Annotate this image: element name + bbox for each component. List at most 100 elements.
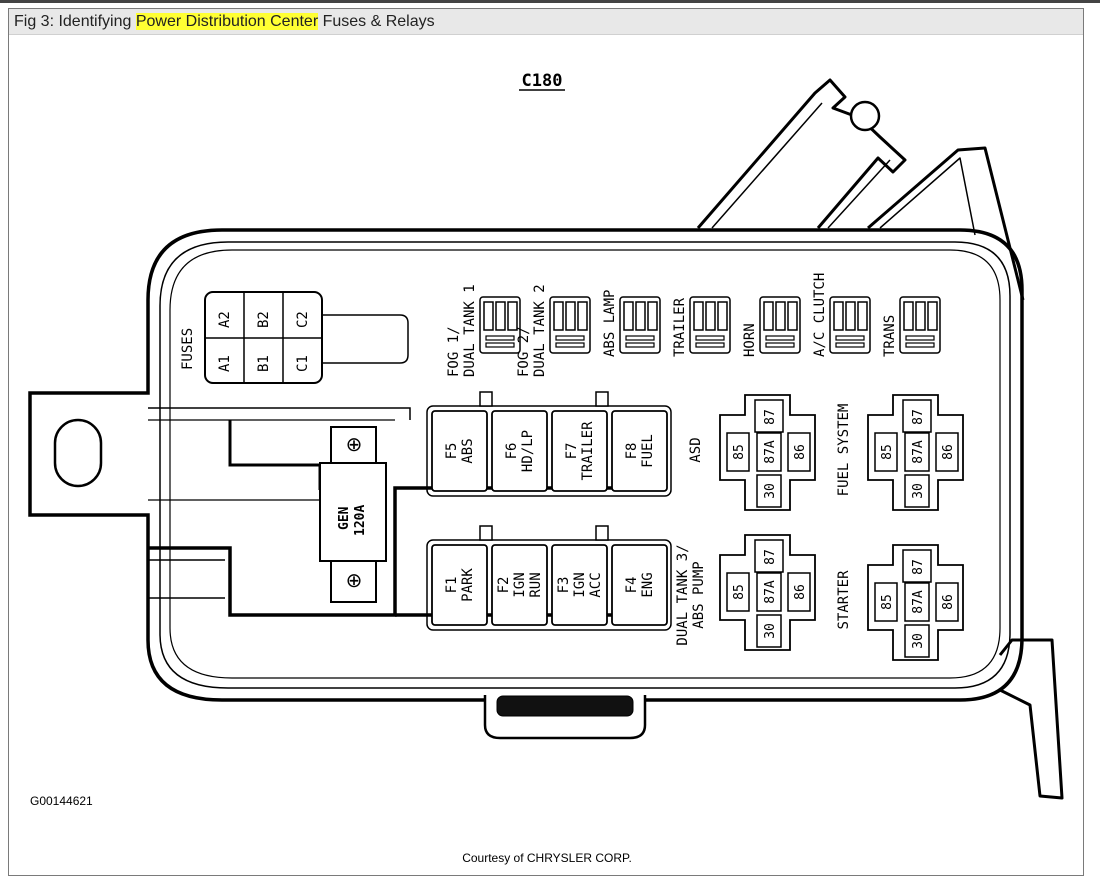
relay-label: STARTER xyxy=(836,570,852,630)
maxi-fuse-label: F8 xyxy=(624,443,640,460)
maxi-fuse-label: F6 xyxy=(504,443,520,460)
maxi-fuse-label: RUN xyxy=(528,572,544,597)
mini-fuse-label: DUAL TANK 2 xyxy=(532,284,548,377)
relay-group: 87 85 87A 86 30 ASD 87 85 87A 86 30 FUEL SYSTEM 87 85… xyxy=(675,394,964,661)
relay-label: DUAL TANK 3/ xyxy=(675,544,691,645)
mini-fuse: FOG 1/DUAL TANK 1 xyxy=(446,284,521,377)
maxi-fuse-label: F5 xyxy=(444,443,460,460)
mini-fuse: HORN xyxy=(742,296,801,357)
fuse-cell-label: B2 xyxy=(256,311,272,328)
mini-fuse: ABS LAMP xyxy=(602,290,661,357)
connector-label: C180 xyxy=(522,71,563,91)
mini-fuse: FOG 2/DUAL TANK 2 xyxy=(516,284,591,377)
relay-pin-label: 86 xyxy=(793,584,808,600)
relay-pin-label: 87 xyxy=(911,559,926,575)
generator-fuse-label-line1: GEN xyxy=(337,506,352,530)
fuses-label: FUSES xyxy=(180,328,196,370)
caption-highlight: Power Distribution Center xyxy=(135,13,319,30)
mini-fuse-label: FOG 2/ xyxy=(516,326,532,377)
terminal-icon: ⊕ xyxy=(346,570,363,592)
relay-pin-label: 86 xyxy=(941,444,956,460)
mini-fuse-label: DUAL TANK 1 xyxy=(462,284,478,377)
relay-pin-label: 85 xyxy=(732,444,747,460)
maxi-fuse-label: F2 xyxy=(496,577,512,594)
side-mounting-tab xyxy=(998,638,1064,800)
maxi-fuse-label: FUEL xyxy=(640,434,656,468)
top-edge-line xyxy=(0,0,1100,3)
figure-caption: Fig 3: Identifying Power Distribution Ce… xyxy=(9,9,1083,35)
relay-label: ABS PUMP xyxy=(691,561,707,628)
maxi-fuse-label: ENG xyxy=(640,572,656,597)
relay-pin-label: 85 xyxy=(732,584,747,600)
relay: 87 85 87A 86 30 DUAL TANK 3/ABS PUMP xyxy=(675,534,816,651)
relay-pin-label: 30 xyxy=(911,633,926,649)
mini-fuse: A/C CLUTCH xyxy=(812,273,871,357)
maxi-fuse-label: F4 xyxy=(624,577,640,594)
fuse-cell-label: A2 xyxy=(217,311,233,328)
maxi-fuse-label: IGN xyxy=(572,572,588,597)
maxi-fuse-label: IGN xyxy=(512,572,528,597)
maxi-fuse-label: TRAILER xyxy=(580,421,596,481)
relay-pin-label: 30 xyxy=(763,623,778,639)
mini-fuse-label: TRAILER xyxy=(672,297,688,357)
relay: 87 85 87A 86 30 ASD xyxy=(688,394,816,511)
mini-fuse-label: FOG 1/ xyxy=(446,326,462,377)
fuse-cell-label: C1 xyxy=(295,355,311,372)
fuse-cell-label: C2 xyxy=(295,311,311,328)
caption-suffix: Fuses & Relays xyxy=(318,13,435,30)
relay-pin-label: 87A xyxy=(911,590,926,614)
relay-label: FUEL SYSTEM xyxy=(836,404,852,497)
mini-fuse-label: TRANS xyxy=(882,315,898,357)
generator-fuse: GEN 120A ⊕ ⊕ xyxy=(319,426,387,603)
relay-pin-label: 85 xyxy=(880,594,895,610)
maxi-fuse-label: PARK xyxy=(460,568,476,602)
maxi-fuse-label: ABS xyxy=(460,438,476,463)
relay-pin-label: 87A xyxy=(763,440,778,464)
generator-fuse-label-line2: 120A xyxy=(353,505,368,536)
maxi-fuse-label: F1 xyxy=(444,577,460,594)
mini-fuse-label: A/C CLUTCH xyxy=(812,273,828,357)
maxi-fuse-label: ACC xyxy=(588,572,604,597)
maxi-fuse-label: F3 xyxy=(556,577,572,594)
caption-prefix: Fig 3: Identifying xyxy=(14,13,136,30)
relay-pin-label: 30 xyxy=(763,483,778,499)
relay-label: ASD xyxy=(688,437,704,462)
housing-shell xyxy=(28,228,1024,702)
fuse-cell-label: A1 xyxy=(217,355,233,372)
terminal-icon: ⊕ xyxy=(346,434,363,456)
relay-pin-label: 87 xyxy=(763,409,778,425)
relay-pin-label: 85 xyxy=(880,444,895,460)
mini-fuse-label: ABS LAMP xyxy=(602,290,618,357)
fuse-cell-label: B1 xyxy=(256,355,272,372)
relay-pin-label: 87A xyxy=(763,580,778,604)
mini-fuse: TRANS xyxy=(882,296,941,357)
mini-fuse: TRAILER xyxy=(672,296,731,357)
maxi-fuse-label: HD/LP xyxy=(520,430,536,472)
mini-fuse-label: HORN xyxy=(742,323,758,357)
figure-credit: Courtesy of CHRYSLER CORP. xyxy=(462,851,632,865)
figure-code: G00144621 xyxy=(30,794,93,808)
bottom-latch xyxy=(483,695,647,740)
relay-pin-label: 87 xyxy=(911,409,926,425)
relay-pin-label: 86 xyxy=(941,594,956,610)
relay-pin-label: 30 xyxy=(911,483,926,499)
relay-pin-label: 87 xyxy=(763,549,778,565)
relay: 87 85 87A 86 30 STARTER xyxy=(836,544,964,661)
relay-pin-label: 86 xyxy=(793,444,808,460)
connector-bracket xyxy=(696,78,1025,301)
